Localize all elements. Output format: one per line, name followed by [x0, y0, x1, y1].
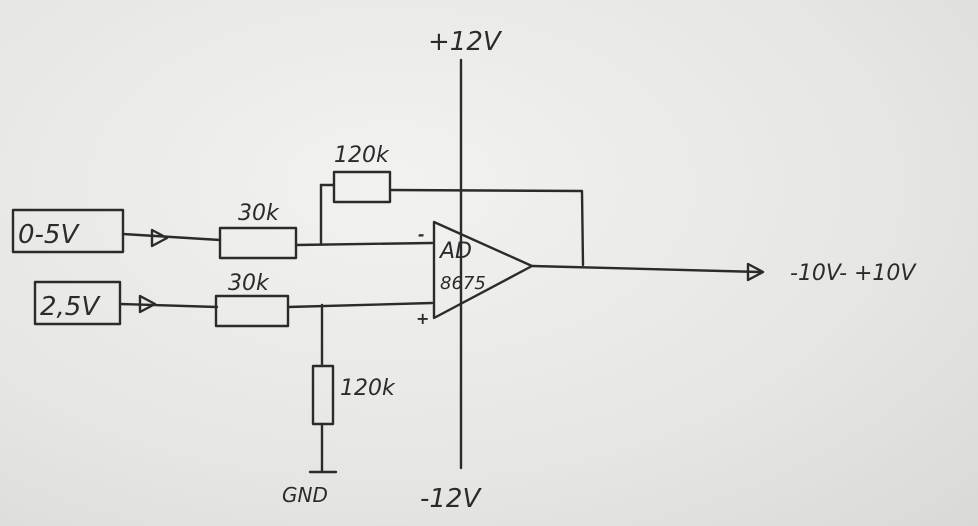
inverting-node-wire [294, 241, 434, 247]
resistor-signal-30k [218, 226, 298, 260]
resistor-offset-label: 30k [228, 271, 270, 296]
noninverting-node-wire [286, 301, 434, 309]
resistor-signal-label: 30k [238, 201, 280, 226]
resistor-feedback-label: 120k [334, 143, 390, 168]
opamp-inverting-sign: - [418, 225, 425, 244]
feedback-return-wire [388, 188, 585, 267]
signal-input-box [11, 208, 125, 254]
opamp-triangle-icon [432, 220, 534, 320]
signal-input-label: 0-5V [18, 220, 80, 250]
ground-label: GND [282, 483, 328, 507]
output-range-label: -10V- +10V [790, 261, 917, 286]
offset-input-label: 2,5V [40, 292, 101, 322]
offset-input-wire [118, 302, 219, 309]
output-wire [530, 264, 762, 274]
resistor-ground-120k [311, 364, 335, 426]
resistor-feedback-120k [332, 170, 392, 204]
resistor-ground-label: 120k [340, 376, 396, 401]
opamp-noninverting-sign: + [416, 309, 429, 328]
negative-supply-label: -12V [420, 484, 482, 514]
resistor-offset-30k [214, 294, 290, 328]
opamp-model-line1: AD [438, 239, 472, 264]
offset-arrow-icon [138, 294, 157, 314]
signal-arrow-icon [150, 228, 169, 248]
opamp-model-line2: 8675 [440, 273, 486, 294]
signal-input-wire [121, 232, 222, 242]
positive-supply-label: +12V [428, 27, 503, 57]
output-arrow-icon [746, 262, 765, 282]
